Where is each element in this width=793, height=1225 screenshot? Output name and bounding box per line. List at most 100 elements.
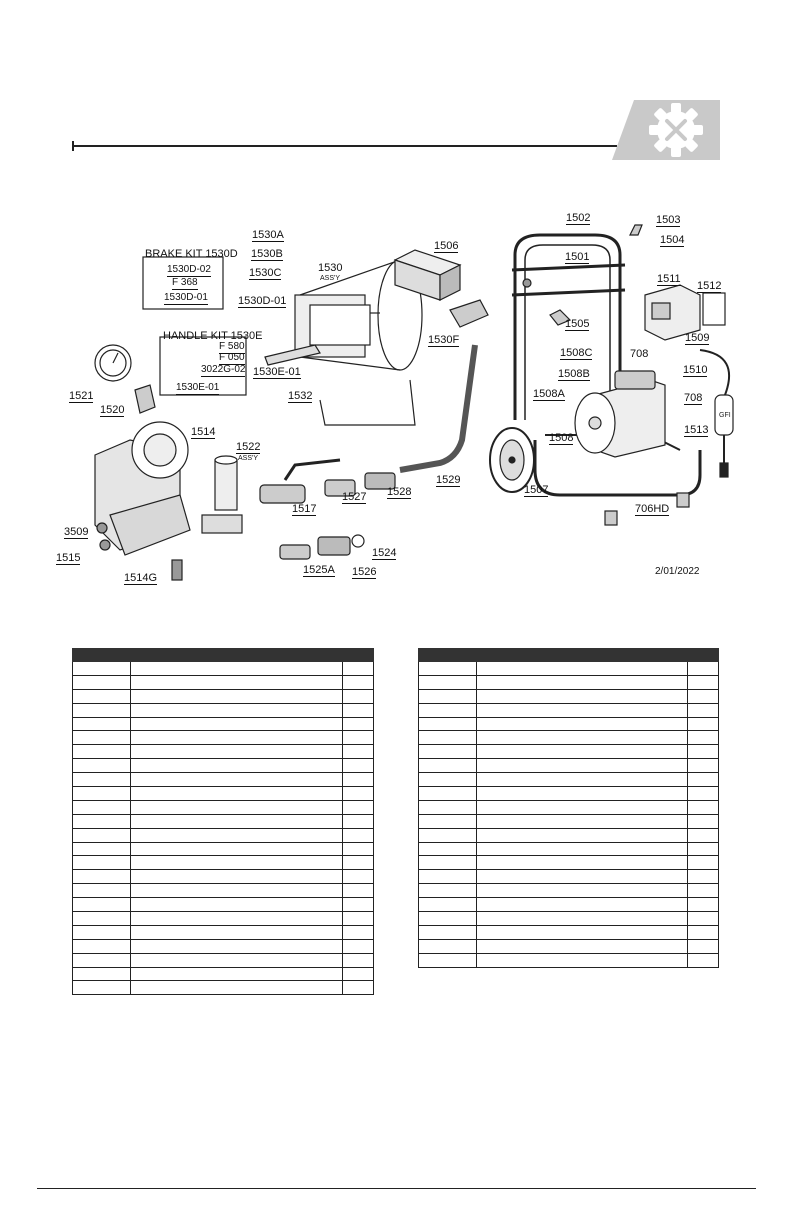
table-cell	[476, 730, 688, 746]
table-cell	[687, 799, 719, 815]
table-cell	[130, 716, 343, 732]
table-cell	[130, 674, 343, 690]
table-row	[72, 702, 374, 718]
brake-kit-item-3: 1530D-01	[164, 292, 208, 305]
table-row	[418, 827, 719, 843]
table-row	[72, 938, 374, 954]
table-row	[418, 869, 719, 885]
label-3509: 3509	[64, 526, 89, 539]
label-1532: 1532	[288, 390, 313, 403]
header-rule	[72, 145, 617, 147]
table-cell	[476, 841, 688, 857]
table-cell	[418, 799, 477, 815]
table-cell	[418, 869, 477, 885]
table-cell	[476, 869, 688, 885]
table-cell	[72, 813, 131, 829]
table-cell	[342, 744, 374, 760]
table-cell	[476, 952, 688, 968]
table-cell	[130, 772, 343, 788]
table-cell	[130, 924, 343, 940]
table-row	[72, 966, 374, 982]
label-1505: 1505	[565, 318, 590, 331]
table-cell	[342, 855, 374, 871]
table-header-row	[418, 648, 719, 662]
table-cell	[418, 786, 477, 801]
table-cell	[418, 758, 477, 774]
table-cell	[476, 758, 688, 774]
table-cell	[72, 869, 131, 885]
box-1506	[393, 249, 462, 301]
wheel-1507	[489, 427, 535, 493]
table-row	[418, 897, 719, 913]
table-row	[418, 952, 719, 968]
label-1530C: 1530C	[249, 267, 282, 280]
table-row	[72, 772, 374, 788]
label-1508: 1508	[549, 432, 574, 445]
swivel-1530F	[449, 299, 489, 328]
label-1512: 1512	[697, 280, 722, 293]
motor-1508	[574, 370, 666, 458]
table-row	[418, 730, 719, 746]
table-cell	[418, 730, 477, 746]
table-cell	[687, 841, 719, 857]
plug-3509	[96, 522, 108, 534]
table-cell	[130, 883, 343, 899]
plug-1515	[99, 539, 111, 551]
table-cell	[342, 841, 374, 857]
table-cell	[687, 813, 719, 829]
table-cell	[687, 674, 719, 690]
table-row	[418, 924, 719, 940]
label-1530B: 1530B	[251, 248, 283, 261]
table-row	[418, 799, 719, 815]
table-cell	[687, 883, 719, 899]
label-1530D-01: 1530D-01	[238, 295, 287, 308]
table-row	[418, 855, 719, 871]
table-row	[418, 841, 719, 857]
elbow-1520	[134, 384, 156, 414]
pump-1514	[94, 421, 191, 556]
table-cell	[342, 674, 374, 690]
table-cell	[418, 813, 477, 829]
table-cell	[342, 716, 374, 732]
table-cell	[130, 938, 343, 954]
table-row	[418, 786, 719, 801]
label-1511: 1511	[657, 273, 681, 286]
label-1527: 1527	[342, 491, 367, 504]
table-cell	[72, 911, 131, 926]
label-1502: 1502	[566, 212, 591, 225]
handle-kit-item-4: 1530E-01	[176, 382, 220, 395]
table-cell	[130, 911, 343, 926]
table-row	[72, 827, 374, 843]
svg-text:GFI: GFI	[719, 412, 731, 419]
table-cell	[418, 938, 477, 954]
table-cell	[476, 772, 688, 788]
table-cell	[476, 674, 688, 690]
parts-table-left	[72, 648, 374, 996]
label-1510: 1510	[683, 364, 708, 377]
label-1522-assy: ASS'Y	[238, 455, 259, 462]
handle-kit-item-1: F 580	[219, 341, 245, 354]
cover-1512	[702, 292, 726, 326]
table-row	[72, 911, 374, 926]
label-1504: 1504	[660, 234, 685, 247]
table-row	[72, 952, 374, 968]
table-header-row	[72, 648, 374, 662]
table-row	[418, 716, 719, 732]
table-cell	[418, 716, 477, 732]
table-cell	[476, 813, 688, 829]
table-cell	[342, 758, 374, 774]
coupler-1527	[324, 479, 356, 497]
table-cell	[130, 730, 343, 746]
table-cell	[687, 730, 719, 746]
table-row	[72, 869, 374, 885]
table-cell	[130, 688, 343, 704]
table-cell	[72, 827, 131, 843]
table-cell	[418, 661, 477, 676]
table-cell	[72, 897, 131, 913]
table-cell	[687, 952, 719, 968]
label-1520: 1520	[100, 404, 125, 417]
label-1508C: 1508C	[560, 347, 593, 360]
table-cell	[72, 966, 131, 982]
table-cell	[418, 855, 477, 871]
table-cell	[342, 799, 374, 815]
